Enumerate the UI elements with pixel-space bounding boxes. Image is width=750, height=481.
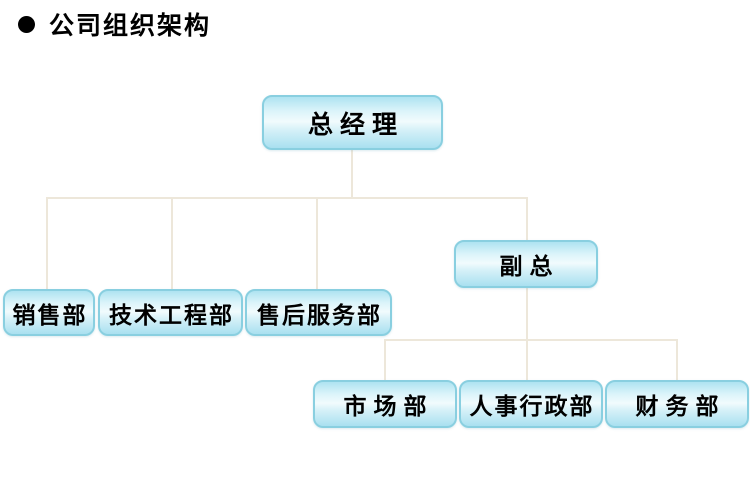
- connector-gm-down: [351, 149, 353, 198]
- node-finance-dept: 财务部: [605, 380, 749, 428]
- connector-hr-admin-down: [526, 339, 528, 381]
- page-title: 公司组织架构: [18, 6, 211, 42]
- node-tech-engineering-dept: 技术工程部: [98, 289, 243, 336]
- connector-deputy-out: [526, 287, 528, 341]
- connector-sales-down: [46, 197, 48, 290]
- node-deputy-gm: 副总: [454, 240, 598, 288]
- connector-level2-horizontal: [384, 339, 677, 341]
- connector-after-sales-down: [316, 197, 318, 291]
- node-sales-dept: 销售部: [3, 289, 95, 336]
- node-after-sales-dept: 售后服务部: [245, 289, 392, 336]
- node-hr-admin-dept: 人事行政部: [459, 380, 603, 428]
- connector-deputy-down: [526, 197, 528, 241]
- circle-bullet-icon: [18, 15, 35, 33]
- connector-marketing-down: [384, 339, 386, 381]
- connector-finance-down: [676, 339, 678, 381]
- node-marketing-dept: 市场部: [313, 380, 457, 428]
- connector-tech-down: [171, 197, 173, 290]
- connector-level1-horizontal: [46, 197, 528, 199]
- page-title-text: 公司组织架构: [49, 12, 212, 40]
- node-general-manager: 总经理: [262, 95, 443, 150]
